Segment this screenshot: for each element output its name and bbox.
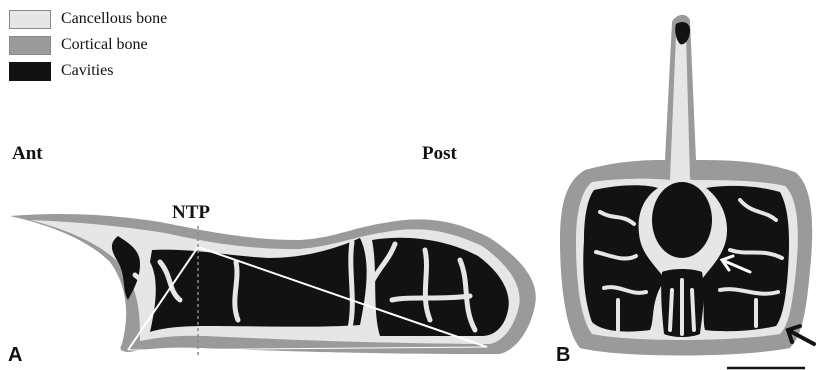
vertebra-b-canal-cavity (652, 182, 712, 258)
posterior-label: Post (422, 143, 457, 165)
anterior-label: Ant (12, 143, 43, 165)
panel-a-label: A (8, 344, 22, 367)
ntp-label: NTP (172, 202, 210, 224)
panel-b-label: B (556, 344, 570, 367)
panel-a-vertebra (10, 214, 536, 355)
panel-b-vertebra (560, 15, 814, 368)
